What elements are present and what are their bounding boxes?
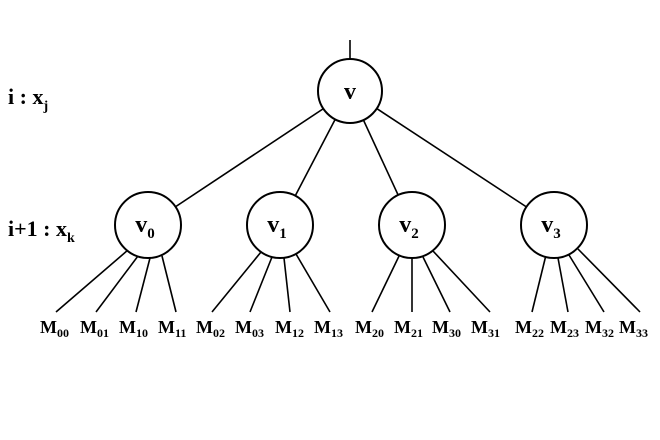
leaf-m23: M23 <box>550 317 579 340</box>
edge-v3-m33 <box>577 248 641 313</box>
node-v0-label: v0 <box>135 212 155 242</box>
edge-v2-m20 <box>371 253 401 313</box>
edge-v1-m03 <box>249 256 273 313</box>
edge-v1-m02 <box>211 251 262 313</box>
leaf-labels: M00 M01 M10 M11 M02 M03 M12 M13 M20 M21 … <box>40 317 648 340</box>
edge-v-v3 <box>349 90 555 226</box>
edge-v2-m31 <box>432 250 491 313</box>
leaf-m11: M11 <box>158 317 186 340</box>
edge-v1-m12 <box>283 257 291 313</box>
edge-v2-m30 <box>422 256 451 313</box>
edge-v0-m01 <box>95 255 139 313</box>
leaf-m12: M12 <box>275 317 304 340</box>
leaf-m33: M33 <box>619 317 648 340</box>
edge-v3-m32 <box>568 254 605 313</box>
root-node-label: v <box>344 79 356 105</box>
leaf-m13: M13 <box>314 317 343 340</box>
node-v1: v1 <box>246 191 314 259</box>
leaf-m01: M01 <box>80 317 109 340</box>
node-v3-label: v3 <box>541 212 561 242</box>
leaf-m02: M02 <box>196 317 225 340</box>
root-node-v: v <box>317 58 383 124</box>
edge-v0-m10 <box>135 257 151 313</box>
leaf-m31: M31 <box>471 317 500 340</box>
edge-v0-m11 <box>161 255 177 313</box>
leaf-m03: M03 <box>235 317 264 340</box>
leaf-m21: M21 <box>394 317 423 340</box>
node-v0: v0 <box>114 191 182 259</box>
leaf-m00: M00 <box>40 317 69 340</box>
edge-v-v0 <box>147 90 351 226</box>
node-v1-label: v1 <box>267 212 287 242</box>
leaf-m32: M32 <box>585 317 614 340</box>
level-label-i-plus-1: i+1 : xk <box>8 216 75 246</box>
leaf-m22: M22 <box>515 317 544 340</box>
leaf-m30: M30 <box>432 317 461 340</box>
leaf-edges <box>55 248 641 313</box>
level-label-i: i : xj <box>8 84 48 114</box>
edge-v0-m00 <box>55 249 129 313</box>
node-v2: v2 <box>378 191 446 259</box>
leaf-m20: M20 <box>355 317 384 340</box>
edge-v3-m22 <box>531 254 547 313</box>
edge-v3-m23 <box>557 257 569 313</box>
node-v2-label: v2 <box>399 212 419 242</box>
edge-v1-m13 <box>295 253 331 313</box>
leaf-m10: M10 <box>119 317 148 340</box>
node-v3: v3 <box>520 191 588 259</box>
